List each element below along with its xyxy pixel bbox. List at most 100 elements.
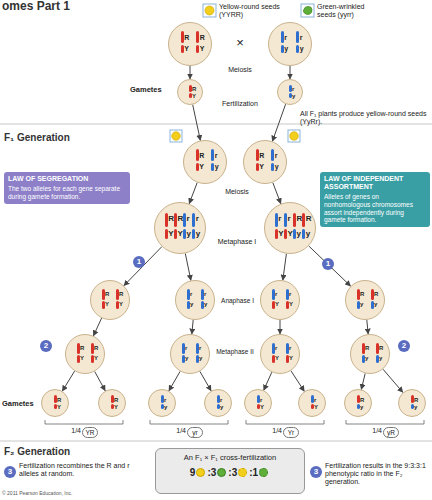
cell-circle: RRyy — [345, 280, 385, 320]
arrow — [361, 373, 365, 389]
chromosome — [296, 45, 299, 53]
allele-letter: r — [220, 397, 222, 403]
gamete-fraction: Yr — [283, 427, 299, 438]
seed-icon — [304, 6, 313, 14]
allele-letter: R — [360, 397, 364, 403]
allele-letter: Y — [119, 301, 123, 307]
chromosome — [192, 229, 195, 239]
chromosome — [54, 404, 57, 409]
chromosome — [286, 301, 289, 309]
chromosome — [293, 229, 296, 239]
allele-letter: r — [275, 291, 277, 297]
allele-letter: r — [278, 215, 281, 223]
callout-number: 3 — [4, 466, 16, 478]
allele-letter: Y — [192, 93, 196, 99]
cell-circle: Ry — [398, 389, 426, 417]
chromosome — [54, 395, 57, 403]
allele-letter: R — [360, 291, 364, 297]
chromosome — [196, 31, 199, 43]
chromosome — [302, 229, 305, 239]
chromosome — [91, 355, 94, 363]
cell-circle: rrYY — [260, 280, 300, 320]
seed-icon — [290, 132, 299, 141]
cell-circle: ry — [277, 79, 303, 105]
text-label: Fertilization results in the 9:3:3:1 phe… — [325, 462, 431, 486]
chromosome — [271, 163, 274, 171]
chromosome — [102, 301, 105, 309]
ratio-row: 9:3:3:1 — [159, 467, 301, 478]
arrow — [283, 254, 287, 280]
chromosome — [165, 229, 168, 239]
allele-letter: Y — [287, 230, 292, 238]
seed-label: Yellow-round seeds (YYRR) — [219, 3, 281, 19]
chromosome — [371, 301, 374, 309]
allele-letter: Y — [94, 355, 98, 361]
chromosome — [116, 289, 119, 300]
chromosome — [357, 404, 360, 409]
chromosome — [77, 355, 80, 363]
arrow — [190, 66, 191, 79]
separator-line — [0, 124, 432, 125]
text-label: All F₁ plants produce yellow-round seeds… — [300, 110, 428, 126]
separator-line — [0, 441, 432, 442]
law-box: LAW OF INDEPENDENT ASSORTMENTAlleles of … — [320, 172, 430, 227]
allele-letter: y — [196, 230, 200, 238]
cell-circle: rY — [298, 389, 326, 417]
chromosome — [257, 395, 260, 403]
chromosome — [182, 355, 185, 363]
chromosome — [302, 213, 305, 227]
chromosome — [357, 301, 360, 309]
chromosome — [311, 395, 314, 403]
allele-letter: R — [80, 345, 84, 351]
allele-letter: R — [200, 34, 205, 41]
allele-letter: R — [57, 397, 61, 403]
chromosome — [192, 213, 195, 227]
chromosome — [217, 395, 220, 403]
allele-letter: R — [184, 34, 189, 41]
allele-letter: Y — [289, 355, 293, 361]
chromosome — [256, 149, 259, 161]
cell-circle: Ry — [344, 389, 372, 417]
arrow — [383, 369, 403, 392]
text-label: Anaphase I — [215, 297, 260, 304]
chromosome — [211, 163, 214, 171]
chromosome — [174, 229, 177, 239]
chromosome — [311, 404, 314, 409]
seed-icon — [205, 6, 214, 15]
allele-letter: r — [204, 291, 206, 297]
allele-letter: y — [292, 93, 295, 99]
chromosome — [196, 163, 199, 171]
allele-letter: R — [114, 397, 118, 403]
chromosome — [91, 343, 94, 354]
seed-icon-frame — [288, 130, 300, 142]
allele-letter: R — [374, 291, 378, 297]
chromosome — [116, 301, 119, 309]
allele-letter: y — [275, 163, 279, 170]
bracket — [45, 420, 123, 424]
chromosome — [275, 213, 278, 227]
allele-letter: y — [199, 355, 202, 361]
arrow — [309, 246, 351, 286]
seed-icon-frame — [170, 130, 182, 142]
cell-circle: RY — [177, 79, 203, 105]
box-heading: LAW OF SEGREGATION — [8, 175, 126, 183]
gamete-fraction: yR — [383, 427, 399, 438]
box-heading: An F₁ × F₁ cross-fertilization — [159, 453, 301, 462]
cell-circle: rrRRYYyy — [264, 202, 316, 254]
cell-circle: ry — [204, 389, 232, 417]
allele-letter: y — [374, 301, 377, 307]
chromosome — [293, 213, 296, 227]
text-label: × — [230, 36, 250, 51]
chromosome — [371, 289, 374, 300]
text-label: Fertilization recombines the R and r all… — [19, 462, 151, 478]
chromosome — [201, 289, 204, 300]
chromosome — [284, 229, 287, 239]
allele-letter: Y — [278, 230, 283, 238]
chromosome — [271, 149, 274, 161]
chromosome — [289, 85, 292, 92]
chromosome — [187, 301, 190, 309]
chromosome — [196, 343, 199, 354]
allele-letter: r — [284, 34, 287, 41]
allele-letter: R — [94, 345, 98, 351]
chromosome — [217, 404, 220, 409]
